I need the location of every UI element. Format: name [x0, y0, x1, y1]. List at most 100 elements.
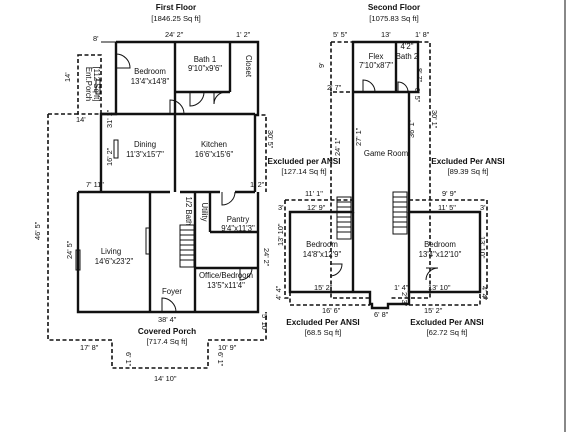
svg-text:13' 10": 13' 10": [276, 223, 285, 246]
svg-text:2' 3": 2' 3": [400, 292, 409, 307]
excluded-3-label: Excluded Per ANSI: [286, 318, 359, 327]
svg-text:14' 10": 14' 10": [154, 374, 177, 383]
windows: [75, 79, 151, 271]
excluded-2-area: [89.39 Sq ft]: [448, 167, 489, 176]
utility-label: Utility: [200, 202, 209, 221]
first-floor-area: [1846.25 Sq ft]: [151, 14, 200, 23]
svg-text:5' 5": 5' 5": [333, 30, 348, 39]
half-bath-label: 1/2 Bath: [184, 196, 193, 225]
svg-text:30' 5": 30' 5": [266, 130, 275, 149]
second-floor-dashed: [284, 41, 488, 306]
svg-text:3': 3': [278, 203, 284, 212]
excluded-2-label: Excluded Per ANSI: [431, 157, 504, 166]
first-floor-title: First Floor: [156, 3, 197, 12]
flex-label: Flex: [369, 52, 384, 61]
svg-text:9' 9": 9' 9": [442, 189, 457, 198]
kitchen-label: Kitchen: [201, 140, 227, 149]
dining-size: 11'3"x15'7": [126, 150, 164, 159]
svg-text:31' 1": 31' 1": [105, 109, 114, 128]
svg-text:14': 14': [63, 72, 72, 82]
svg-text:1' 4": 1' 4": [394, 283, 409, 292]
second-floor-title: Second Floor: [368, 3, 421, 12]
second-floor-stairs: [336, 191, 408, 240]
closet-label: Closet: [244, 55, 253, 78]
office-label: Office/Bedroom: [199, 271, 253, 280]
bedroom-left-size: 14'8"x12'9": [303, 250, 342, 259]
svg-text:6' 1": 6' 1": [124, 352, 133, 367]
second-floor-door-swings: [329, 79, 439, 281]
svg-text:24' 2": 24' 2": [165, 30, 184, 39]
svg-text:17' 8": 17' 8": [80, 343, 99, 352]
svg-text:15' 2": 15' 2": [424, 306, 443, 315]
first-floor-dimensions: 8' 24' 2" 1' 2" 14' 14' 31' 1" 30' 5" 16…: [33, 30, 275, 383]
svg-text:13' 10": 13' 10": [478, 236, 487, 259]
svg-text:16' 2": 16' 2": [105, 147, 114, 166]
pantry-label: Pantry: [227, 215, 250, 224]
excluded-1-area: [127.14 Sq ft]: [281, 167, 326, 176]
living-size: 14'6"x23'2": [95, 257, 134, 266]
living-label: Living: [101, 247, 121, 256]
first-floor-stairs: [179, 224, 195, 268]
svg-text:16' 6": 16' 6": [322, 306, 341, 315]
svg-text:46' 5": 46' 5": [33, 221, 42, 240]
svg-text:11' 1": 11' 1": [305, 189, 323, 198]
svg-text:24' 2": 24' 2": [262, 248, 271, 267]
svg-text:8' 7": 8' 7": [415, 68, 424, 83]
svg-text:14': 14': [76, 115, 86, 124]
dining-label: Dining: [134, 140, 156, 149]
excluded-4-label: Excluded Per ANSI: [410, 318, 483, 327]
second-floor-dimensions: 5' 5" 13' 1' 8" 9' 2' 7" 8' 7" 8' 5" 24'…: [274, 30, 489, 319]
svg-text:11' 5": 11' 5": [438, 203, 456, 212]
svg-text:6' 8": 6' 8": [374, 310, 389, 319]
bath1-size: 9'10"x9'6": [188, 64, 222, 73]
entry-porch-area: [112 Sq ft]: [92, 67, 101, 102]
side-porch-outline: [255, 114, 267, 192]
game-room-label: Game Room: [364, 149, 408, 158]
svg-text:27' 1": 27' 1": [354, 127, 363, 146]
svg-text:8' 5": 8' 5": [413, 88, 422, 103]
svg-text:7' 11": 7' 11": [86, 180, 104, 189]
covered-porch-label: Covered Porch: [138, 327, 196, 336]
svg-text:2' 7": 2' 7": [327, 83, 342, 92]
svg-text:3': 3': [480, 203, 486, 212]
svg-text:24' 5": 24' 5": [65, 240, 74, 259]
covered-porch-area: [717.4 Sq ft]: [147, 337, 188, 346]
svg-text:13' 10": 13' 10": [428, 283, 451, 292]
excluded-3-area: [68.5 Sq ft]: [305, 328, 342, 337]
svg-text:12' 9": 12' 9": [307, 203, 326, 212]
second-floor-area: [1075.83 Sq ft]: [369, 14, 418, 23]
door-swings: [115, 53, 253, 313]
svg-text:10' 9": 10' 9": [218, 343, 237, 352]
svg-text:6' 1": 6' 1": [216, 352, 225, 367]
entry-porch-outline: [77, 54, 102, 115]
svg-text:38' 4": 38' 4": [158, 315, 177, 324]
pantry-size: 9'4"x11'3": [221, 224, 255, 233]
svg-text:1' 2": 1' 2": [250, 180, 265, 189]
foyer-label: Foyer: [162, 287, 182, 296]
office-size: 13'5"x11'4": [207, 281, 245, 290]
bedroom-left-label: Bedroom: [306, 240, 338, 249]
svg-text:13': 13': [381, 30, 391, 39]
second-floor-walls: [288, 40, 482, 310]
excluded-1-label: Excluded per ANSI: [268, 157, 341, 166]
bath1-label: Bath 1: [194, 55, 217, 64]
svg-text:5' 10": 5' 10": [260, 314, 269, 333]
svg-text:8': 8': [93, 34, 99, 43]
covered-porch-outline: [47, 113, 267, 369]
flex-size: 7'10"x8'7": [359, 61, 393, 70]
svg-text:1' 8": 1' 8": [415, 30, 430, 39]
svg-text:24' 1": 24' 1": [333, 137, 342, 156]
bedroom-right-label: Bedroom: [424, 240, 456, 249]
entry-porch-label: Ent.Porch: [84, 67, 93, 101]
kitchen-size: 16'6"x15'6": [195, 150, 234, 159]
svg-text:4' 4": 4' 4": [480, 286, 489, 301]
excluded-4-area: [62.72 Sq ft]: [427, 328, 468, 337]
bedroom-label: Bedroom: [134, 67, 166, 76]
svg-text:15' 2": 15' 2": [314, 283, 333, 292]
svg-text:9': 9': [317, 62, 326, 68]
bedroom-size: 13'4"x14'8": [131, 77, 170, 86]
bath2-size: 4'2": [401, 42, 414, 51]
svg-text:30' 1": 30' 1": [430, 110, 439, 129]
bedroom-right-size: 13'4"x12'10": [419, 250, 462, 259]
